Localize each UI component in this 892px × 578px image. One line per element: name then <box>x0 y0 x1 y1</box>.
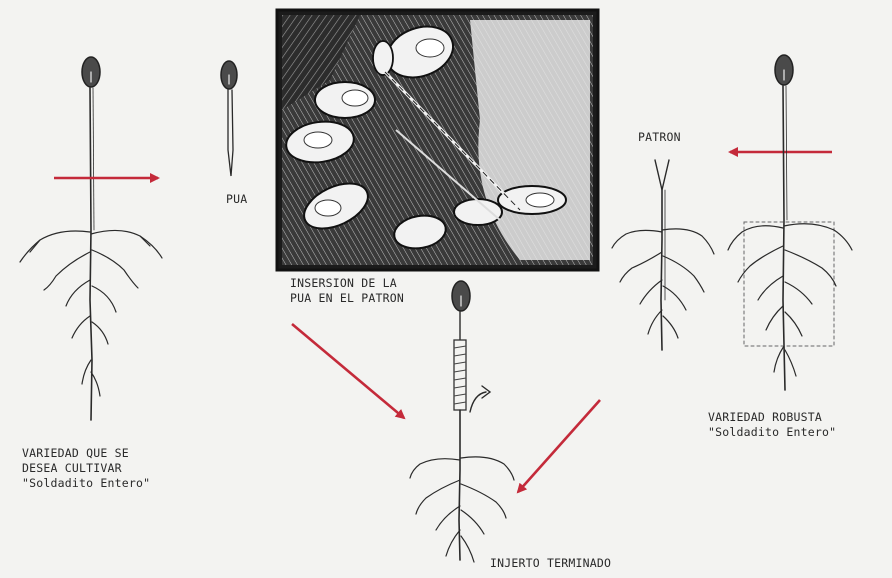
robusta-seedling <box>728 55 852 390</box>
label-insertion-line-1: INSERSION DE LA <box>290 276 404 291</box>
label-robusta: VARIEDAD ROBUSTA "Soldadito Entero" <box>708 410 836 440</box>
label-robusta-line-2: "Soldadito Entero" <box>708 425 836 440</box>
label-insertion-line-2: PUA EN EL PATRON <box>290 291 404 306</box>
insertion-photo <box>277 10 598 270</box>
label-finished-graft: INJERTO TERMINADO <box>490 556 611 571</box>
arrow-robusta-to-graft <box>518 400 600 492</box>
label-cultivar-line-2: DESEA CULTIVAR <box>22 461 150 476</box>
label-cultivar-line-3: "Soldadito Entero" <box>22 476 150 491</box>
label-insertion: INSERSION DE LA PUA EN EL PATRON <box>290 276 404 306</box>
label-cultivar-line-1: VARIEDAD QUE SE <box>22 446 150 461</box>
label-patron: PATRON <box>638 130 681 145</box>
patron-rootstock <box>612 160 714 350</box>
pua-scion <box>221 61 237 176</box>
finished-graft <box>410 281 514 562</box>
label-cultivar: VARIEDAD QUE SE DESEA CULTIVAR "Soldadit… <box>22 446 150 491</box>
arrow-insertion-to-graft <box>292 324 404 418</box>
label-pua: PUA <box>226 192 247 207</box>
label-robusta-line-1: VARIEDAD ROBUSTA <box>708 410 836 425</box>
cultivar-seedling <box>20 57 162 420</box>
